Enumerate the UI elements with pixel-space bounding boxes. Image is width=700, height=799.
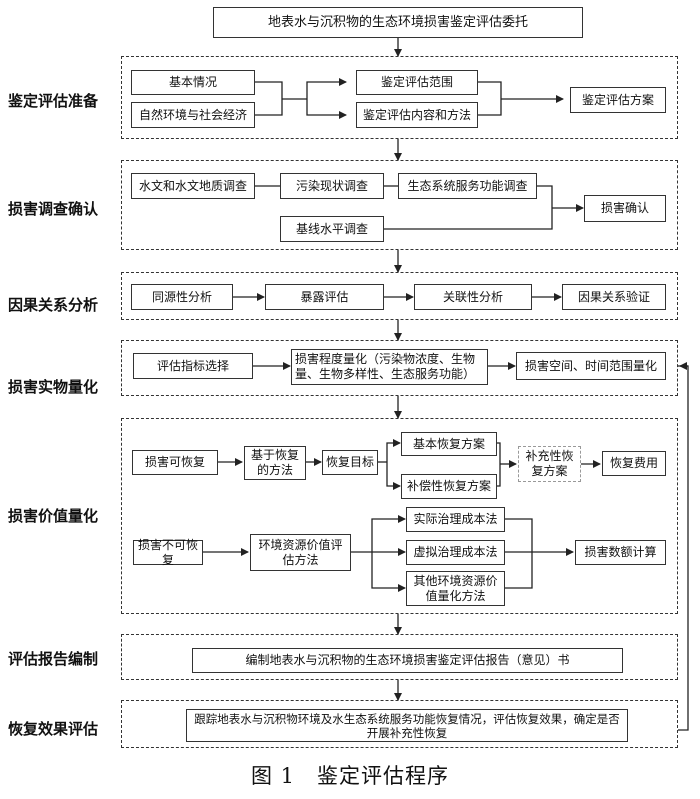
group-effect xyxy=(121,700,678,748)
stage-label-survey: 损害调查确认 xyxy=(8,200,99,218)
box-indicator: 评估指标选择 xyxy=(133,353,253,379)
box-content: 鉴定评估内容和方法 xyxy=(356,102,478,128)
box-cost-text: 恢复费用 xyxy=(609,456,658,470)
box-homology: 同源性分析 xyxy=(131,284,233,310)
box-confirm-text: 损害确认 xyxy=(600,201,649,215)
box-cost: 恢复费用 xyxy=(602,451,666,476)
stage-label-causal: 因果关系分析 xyxy=(8,296,99,314)
box-other-methods-text: 其他环境资源价值量化方法 xyxy=(413,573,498,603)
box-verify-text: 因果关系验证 xyxy=(577,289,650,304)
figure-caption: 图 1 鉴定评估程序 xyxy=(250,764,450,788)
wire-basic xyxy=(255,81,283,99)
wire-content xyxy=(478,99,502,116)
group-value xyxy=(121,418,678,614)
box-degree-text: 损害程度量化（污染物浓度、生物量、生物多样性、生态服务功能） xyxy=(295,352,476,381)
wire-basic-plan xyxy=(497,442,501,464)
box-confirm: 损害确认 xyxy=(584,195,666,222)
box-track: 跟踪地表水与沉积物环境及水生态系统服务功能恢复情况，评估恢复效果，确定是否开展补… xyxy=(186,709,628,742)
box-restoration-method: 基于恢复的方法 xyxy=(244,446,306,480)
box-correlation-text: 关联性分析 xyxy=(442,289,503,304)
box-basic-text: 基本情况 xyxy=(168,75,217,89)
arrow-to-content xyxy=(306,99,347,119)
box-target-text: 恢复目标 xyxy=(325,455,374,469)
box-target: 恢复目标 xyxy=(322,450,378,475)
box-actual-cost: 实际治理成本法 xyxy=(406,507,505,532)
wire-actual xyxy=(505,518,533,552)
box-scope-text: 鉴定评估范围 xyxy=(380,75,453,89)
box-basic-plan-text: 基本恢复方案 xyxy=(412,436,485,451)
wire-compensatory-plan xyxy=(497,464,501,487)
box-homology-text: 同源性分析 xyxy=(151,289,212,304)
stage-label-report: 评估报告编制 xyxy=(8,650,99,668)
box-actual-cost-text: 实际治理成本法 xyxy=(413,512,498,526)
arrow-feedback-loop xyxy=(678,365,689,731)
box-valuation-method-text: 环境资源价值评估方法 xyxy=(258,537,343,567)
box-recoverable-text: 损害可恢复 xyxy=(144,455,205,469)
box-hydro-text: 水文和水文地质调查 xyxy=(138,178,247,193)
box-restoration-method-text: 基于恢复的方法 xyxy=(250,448,299,477)
wire-scope xyxy=(478,81,502,99)
group-prep xyxy=(121,56,678,139)
box-compile: 编制地表水与沉积物的生态环境损害鉴定评估报告（意见）书 xyxy=(192,648,623,673)
arrow-to-other xyxy=(371,552,406,592)
box-amount: 损害数额计算 xyxy=(575,540,666,565)
box-correlation: 关联性分析 xyxy=(414,284,532,310)
box-amount-text: 损害数额计算 xyxy=(584,545,657,559)
group-physical xyxy=(121,340,678,396)
box-ecosystem-text: 生态系统服务功能调查 xyxy=(407,178,528,193)
arrow-to-basic-plan xyxy=(386,439,401,462)
box-verify: 因果关系验证 xyxy=(562,284,666,310)
box-baseline: 基线水平调查 xyxy=(280,216,384,242)
box-indicator-text: 评估指标选择 xyxy=(156,358,229,373)
group-causal xyxy=(121,272,678,320)
box-compensatory-plan: 补偿性恢复方案 xyxy=(401,474,497,499)
box-hydro: 水文和水文地质调查 xyxy=(131,173,255,199)
box-exposure-text: 暴露评估 xyxy=(300,289,349,304)
wire-natural xyxy=(255,99,283,116)
box-supplementary-plan-text: 补充性恢复方案 xyxy=(525,449,574,478)
stage-label-physical: 损害实物量化 xyxy=(8,378,99,396)
box-track-text: 跟踪地表水与沉积物环境及水生态系统服务功能恢复情况，评估恢复效果，确定是否开展补… xyxy=(194,711,620,740)
box-basic: 基本情况 xyxy=(131,70,255,95)
box-valuation-method: 环境资源价值评估方法 xyxy=(250,534,351,571)
box-natural: 自然环境与社会经济 xyxy=(131,102,255,128)
box-baseline-text: 基线水平调查 xyxy=(295,221,368,236)
group-report xyxy=(121,634,678,680)
box-exposure: 暴露评估 xyxy=(265,284,384,310)
arrow-to-compensatory-plan xyxy=(386,462,401,490)
box-supplementary-plan: 补充性恢复方案 xyxy=(518,446,581,482)
commission-box: 地表水与沉积物的生态环境损害鉴定评估委托 xyxy=(213,7,583,38)
box-degree: 损害程度量化（污染物浓度、生物量、生物多样性、生态服务功能） xyxy=(291,349,488,385)
box-virtual-cost-text: 虚拟治理成本法 xyxy=(413,545,498,559)
box-recoverable: 损害可恢复 xyxy=(132,450,218,475)
box-scope: 鉴定评估范围 xyxy=(356,70,478,95)
stage-label-prep: 鉴定评估准备 xyxy=(8,92,99,110)
box-plan-text: 鉴定评估方案 xyxy=(581,92,654,107)
arrow-to-actual xyxy=(371,515,406,552)
box-pollution: 污染现状调查 xyxy=(280,173,384,199)
box-unrecoverable: 损害不可恢复 xyxy=(133,537,203,567)
wire-baseline xyxy=(384,208,553,230)
box-plan: 鉴定评估方案 xyxy=(570,87,666,113)
wire-other xyxy=(505,552,533,589)
commission-text: 地表水与沉积物的生态环境损害鉴定评估委托 xyxy=(267,15,528,30)
box-spatial-text: 损害空间、时间范围量化 xyxy=(524,358,657,373)
box-virtual-cost: 虚拟治理成本法 xyxy=(406,540,505,565)
wire-ecosystem xyxy=(537,185,553,208)
group-survey xyxy=(121,160,678,250)
box-basic-plan: 基本恢复方案 xyxy=(401,432,497,456)
box-compile-text: 编制地表水与沉积物的生态环境损害鉴定评估报告（意见）书 xyxy=(245,653,570,667)
box-spatial: 损害空间、时间范围量化 xyxy=(516,352,666,380)
box-natural-text: 自然环境与社会经济 xyxy=(138,107,247,122)
box-content-text: 鉴定评估内容和方法 xyxy=(362,107,471,122)
box-other-methods: 其他环境资源价值量化方法 xyxy=(406,571,505,606)
arrow-to-scope xyxy=(306,78,347,99)
stage-label-effect: 恢复效果评估 xyxy=(8,720,99,738)
box-compensatory-plan-text: 补偿性恢复方案 xyxy=(406,479,491,493)
box-ecosystem: 生态系统服务功能调查 xyxy=(398,173,537,199)
stage-label-value: 损害价值量化 xyxy=(8,507,99,525)
box-unrecoverable-text: 损害不可恢复 xyxy=(137,537,198,567)
box-pollution-text: 污染现状调查 xyxy=(295,178,368,193)
